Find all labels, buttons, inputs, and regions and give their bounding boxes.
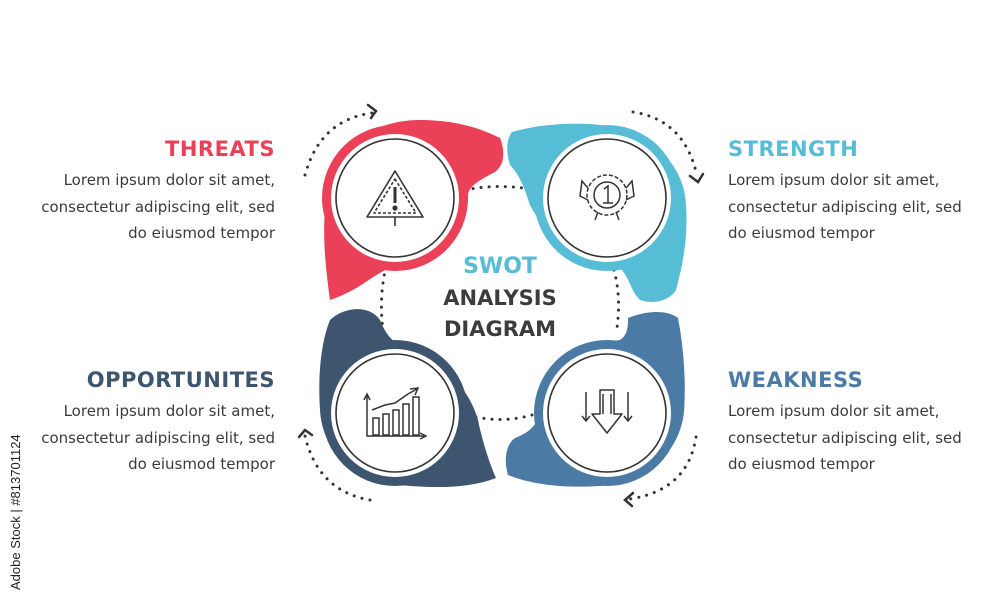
threats-text: Lorem ipsum dolor sit amet, consectetur … (0, 167, 275, 247)
weakness-title: WEAKNESS (728, 368, 864, 392)
weakness-block: WEAKNESS Lorem ipsum dolor sit amet, con… (728, 368, 988, 478)
opportunites-text-line: Lorem ipsum dolor sit amet, (63, 402, 275, 420)
center-title-line2: ANALYSIS (443, 286, 557, 310)
weakness-text-line: consectetur adipiscing elit, sed (728, 428, 962, 447)
down-arrow-icon (581, 389, 633, 434)
growth-chart-icon (363, 387, 428, 440)
warning-triangle-icon (366, 170, 424, 226)
strength-text: Lorem ipsum dolor sit amet, consectetur … (728, 167, 988, 247)
opportunites-text-line: consectetur adipiscing elit, sed (41, 428, 275, 447)
opportunites-block: OPPORTUNITES Lorem ipsum dolor sit amet,… (0, 368, 275, 478)
strength-node (507, 123, 687, 302)
weakness-node (505, 312, 685, 487)
strength-block: STRENGTH Lorem ipsum dolor sit amet, con… (728, 137, 988, 247)
opportunites-text: Lorem ipsum dolor sit amet, consectetur … (0, 398, 275, 478)
threats-title: THREATS (165, 137, 275, 161)
center-title-line3: DIAGRAM (443, 317, 557, 341)
weakness-text-line: do eiusmod tempor (728, 455, 875, 473)
strength-text-line: Lorem ipsum dolor sit amet, (728, 171, 940, 189)
weakness-text-line: Lorem ipsum dolor sit amet, (728, 402, 940, 420)
threats-block: THREATS Lorem ipsum dolor sit amet, cons… (0, 137, 275, 247)
opportunites-title: OPPORTUNITES (86, 368, 275, 392)
stock-credit: Adobe Stock | #813701124 (8, 434, 23, 590)
threats-text-line: consectetur adipiscing elit, sed (41, 197, 275, 216)
strength-text-line: consectetur adipiscing elit, sed (728, 197, 962, 216)
opportunites-node (319, 309, 496, 488)
weakness-text: Lorem ipsum dolor sit amet, consectetur … (728, 398, 988, 478)
threats-text-line: Lorem ipsum dolor sit amet, (63, 171, 275, 189)
medal-badge-icon (579, 174, 635, 221)
center-title-line1: SWOT (463, 254, 537, 279)
strength-text-line: do eiusmod tempor (728, 224, 875, 242)
threats-text-line: do eiusmod tempor (128, 224, 275, 242)
strength-title: STRENGTH (728, 137, 859, 161)
center-title: SWOT ANALYSIS DIAGRAM (415, 251, 585, 345)
opportunites-text-line: do eiusmod tempor (128, 455, 275, 473)
cycle-arrows (297, 103, 705, 508)
